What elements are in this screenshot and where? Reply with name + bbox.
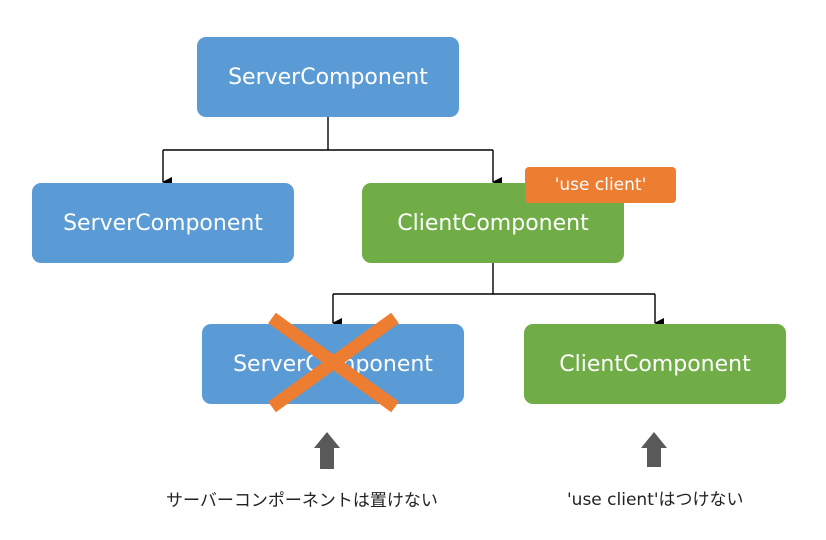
left-server-component-label: ServerComponent: [63, 210, 263, 236]
caption-no-use-client: 'use client'はつけない: [567, 490, 744, 510]
child-client-component: ClientComponent: [524, 324, 786, 404]
client-component-label: ClientComponent: [397, 210, 589, 236]
root-server-component-label: ServerComponent: [228, 64, 428, 90]
cross-mark-icon: [268, 312, 399, 413]
use-client-badge-label: 'use client': [554, 175, 647, 195]
caption-no-server-component: サーバーコンポーネントは置けない: [166, 491, 438, 511]
root-server-component: ServerComponent: [197, 37, 459, 117]
left-server-component: ServerComponent: [32, 183, 294, 263]
up-arrow-icon-right: [641, 432, 667, 467]
use-client-badge: 'use client': [525, 167, 676, 203]
up-arrow-icon-left: [314, 432, 340, 469]
child-client-component-label: ClientComponent: [559, 351, 751, 377]
client-component: ClientComponent: [362, 183, 624, 263]
